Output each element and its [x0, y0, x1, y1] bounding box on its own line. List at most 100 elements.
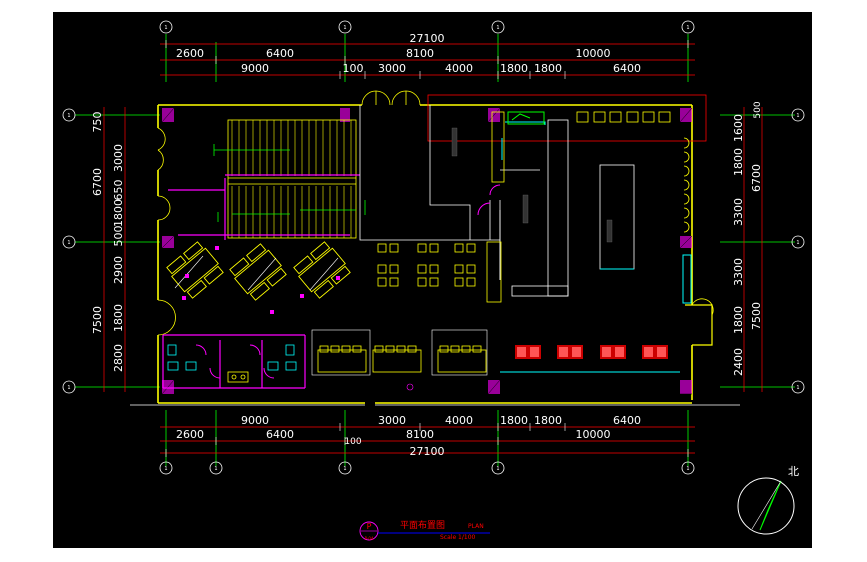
grid-marker — [491, 20, 505, 34]
long-table — [437, 349, 487, 373]
dim-left-outer-2: 6700 — [91, 168, 104, 196]
booth-seat — [683, 165, 690, 177]
dim-left-outer-3: 7500 — [91, 306, 104, 334]
long-table-chair — [352, 345, 362, 353]
bar-counter — [499, 119, 635, 297]
staircase — [227, 119, 357, 239]
grid-marker — [791, 108, 805, 122]
dining-chair — [466, 243, 476, 253]
dim-top-1: 2600 — [176, 47, 204, 60]
kitchen-fixtures — [486, 111, 671, 303]
dim-left-inner-4: 500 — [112, 226, 125, 247]
grid-marker-label: 1 — [164, 25, 167, 31]
grid-marker — [491, 461, 505, 475]
grid-marker — [159, 20, 173, 34]
table-zone — [431, 329, 488, 376]
grid-marker-label: 1 — [214, 466, 217, 472]
booth-seat — [683, 193, 690, 205]
ceiling-mark — [336, 276, 340, 280]
grid-marker — [62, 380, 76, 394]
dining-chair — [377, 264, 387, 274]
sofa-seat — [313, 279, 334, 299]
dining-chair — [389, 277, 399, 287]
dim-bot-100: 100 — [344, 437, 361, 447]
dim-right-outer-2: 6700 — [750, 164, 763, 192]
dim-top-total: 27100 — [410, 32, 445, 45]
dining-chair — [389, 264, 399, 274]
sofa-seat — [310, 241, 331, 261]
red-seat-cushion — [615, 347, 624, 357]
dim-right-inner-2: 1800 — [732, 148, 745, 176]
dim-left-inner-3: 1800 — [112, 199, 125, 227]
grid-marker-label: 1 — [796, 385, 799, 391]
room-labels — [451, 127, 613, 243]
ceiling-marks — [182, 246, 340, 314]
grid-marker-label: 1 — [164, 466, 167, 472]
red-seat-cushion — [530, 347, 539, 357]
drawing-title-en: PLAN — [468, 523, 484, 530]
red-seat-cushion — [602, 347, 611, 357]
sofa-seat — [293, 255, 314, 275]
dining-chair — [454, 264, 464, 274]
stair-treads — [231, 120, 352, 238]
dim-right-inner-6: 2400 — [732, 348, 745, 376]
dining-chair — [377, 277, 387, 287]
stair-arrows — [213, 144, 366, 222]
dim-bot-1: 9000 — [241, 414, 269, 427]
dim-bot-2: 3000 — [378, 414, 406, 427]
bottom-table-rows — [311, 329, 488, 376]
ceiling-mark — [182, 296, 186, 300]
grid-marker-label: 1 — [496, 466, 499, 472]
grid-marker — [62, 235, 76, 249]
booth-seat — [683, 221, 690, 233]
sofa-table — [298, 247, 346, 293]
dim-top-2: 6400 — [266, 47, 294, 60]
dim-bot-4: 1800 — [500, 414, 528, 427]
grid-marker — [791, 235, 805, 249]
dim-bot-3: 4000 — [445, 414, 473, 427]
sofa-divider — [309, 257, 339, 291]
long-table-chair — [472, 345, 482, 353]
long-table — [317, 349, 367, 373]
dining-chair — [429, 277, 439, 287]
red-seat-cushion — [657, 347, 666, 357]
dim-right-inner-1: 1600 — [732, 114, 745, 142]
grid-marker-label: 1 — [67, 385, 70, 391]
left-doors — [157, 127, 714, 336]
north-label: 北 — [788, 465, 799, 478]
floor-drain — [406, 383, 414, 391]
dim-left-inner-1: 3000 — [112, 144, 125, 172]
dim-bot2-3: 8100 — [406, 428, 434, 441]
dim-top-3: 8100 — [406, 47, 434, 60]
grid-marker-label: 1 — [496, 25, 499, 31]
long-table-chair — [374, 345, 384, 353]
sofa-seat — [203, 265, 224, 285]
long-table-chair — [330, 345, 340, 353]
grid-marker — [62, 108, 76, 122]
long-table — [372, 349, 422, 373]
ceiling-mark — [215, 246, 219, 250]
sofa-seat — [249, 281, 270, 301]
dim-left-inner-6: 1800 — [112, 304, 125, 332]
grid-marker-label: 1 — [67, 113, 70, 119]
ceiling-mark — [270, 310, 274, 314]
dining-tables — [377, 243, 476, 287]
dim-top-4: 10000 — [576, 47, 611, 60]
diagonal-sofa-groups — [166, 241, 351, 301]
dining-chair — [429, 243, 439, 253]
grid-marker-label: 1 — [343, 25, 346, 31]
grid-marker-label: 1 — [67, 240, 70, 246]
canopy-outline — [427, 94, 707, 142]
dining-chair — [417, 264, 427, 274]
dim-left-inner-5: 2900 — [112, 256, 125, 284]
sofa-seat — [330, 265, 351, 285]
grid-marker-label: 1 — [686, 466, 689, 472]
long-table-chair — [450, 345, 460, 353]
dim-top2-7: 6400 — [613, 62, 641, 75]
dim-bot-6: 6400 — [613, 414, 641, 427]
sheet-sub: P-04 — [365, 536, 374, 541]
long-table-chair — [407, 345, 417, 353]
dining-chair — [454, 243, 464, 253]
dining-chair — [429, 264, 439, 274]
